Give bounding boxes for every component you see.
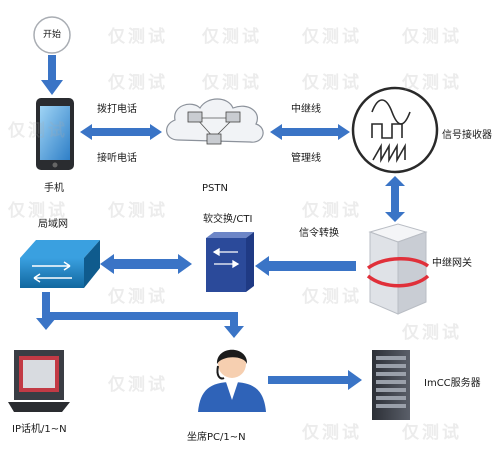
managed-line-edge-label: 管理线 xyxy=(291,153,321,164)
lan-softswitch-arrow xyxy=(100,254,192,274)
answer-edge-label: 接听电话 xyxy=(97,153,137,164)
gateway-softswitch-arrow xyxy=(255,256,356,276)
pstn-label: PSTN xyxy=(202,183,228,194)
softswitch-icon xyxy=(206,232,254,292)
signal-conversion-edge-label: 信令转换 xyxy=(299,228,339,239)
agent-icon xyxy=(198,349,266,412)
trunk-edge-label: 中继线 xyxy=(291,104,321,115)
lan-ipphone-arrow xyxy=(36,292,56,330)
server-rack-icon xyxy=(372,350,410,420)
ip-phone-icon xyxy=(8,350,70,412)
pstn-receiver-arrow xyxy=(270,124,350,140)
softswitch-label: 软交换/CTI xyxy=(203,214,253,225)
lan-switch-icon xyxy=(20,240,100,288)
phone-pstn-arrow xyxy=(80,124,162,140)
start-to-phone-arrow xyxy=(41,55,63,95)
agent-label: 坐席PC/1~N xyxy=(187,432,246,443)
relay-gateway-icon xyxy=(366,223,430,315)
receiver-icon xyxy=(351,86,439,174)
phone-label: 手机 xyxy=(44,183,64,194)
relay-gateway-label: 中继网关 xyxy=(432,258,472,269)
bus-to-agent-arrow xyxy=(42,312,244,338)
receiver-gateway-arrow xyxy=(385,176,405,222)
start-node xyxy=(33,16,71,54)
receiver-label: 信号接收器 xyxy=(442,130,492,141)
pstn-cloud-icon xyxy=(166,98,264,145)
ip-phone-label: IP话机/1~N xyxy=(12,424,67,435)
lan-label: 局域网 xyxy=(38,219,68,230)
phone-icon xyxy=(36,98,74,170)
agent-imcc-arrow xyxy=(268,370,362,390)
imcc-label: ImCC服务器 xyxy=(424,378,481,389)
computer-icon xyxy=(187,111,241,145)
dial-edge-label: 拨打电话 xyxy=(97,104,137,115)
start-label: 开始 xyxy=(43,30,62,40)
